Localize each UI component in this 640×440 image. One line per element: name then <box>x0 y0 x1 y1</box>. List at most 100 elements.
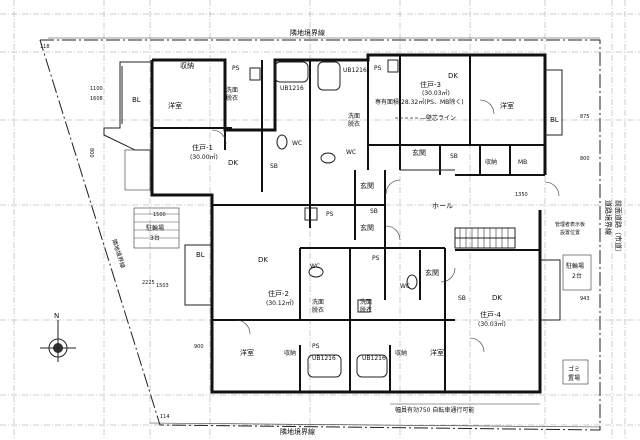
room-ps-1: PS <box>232 65 240 72</box>
dim-mid-c: 1503 <box>156 283 169 289</box>
bicycle-parking-capacity: 3台 <box>150 234 160 242</box>
room-dk-4: DK <box>492 294 502 302</box>
room-senmen-4b: 脱衣 <box>360 306 372 314</box>
unit-2-name: 住戸-2 <box>268 289 289 298</box>
room-wc-1: WC <box>292 140 302 147</box>
room-wc-2: WC <box>310 263 320 270</box>
bicycle-parking-label: 駐輪場 <box>146 224 164 232</box>
room-yoshitsu-1: 洋室 <box>168 101 182 110</box>
bicycle-parking-left <box>133 207 180 249</box>
room-shuno-3: 収納 <box>485 158 497 166</box>
garbage-label: ゴミ <box>568 365 580 373</box>
room-senmen-1b: 脱衣 <box>226 94 238 102</box>
toilet-icon <box>406 274 418 290</box>
bicycle-parking-right-capacity: 2台 <box>572 272 582 280</box>
area-note: 専有面積:28.32㎡(PS、MB除く) <box>375 98 464 106</box>
unit-1-name: 住戸-1 <box>192 143 213 152</box>
room-ps-3: PS <box>374 65 382 72</box>
garbage-label-line2: 置場 <box>568 374 580 382</box>
room-bath-2: UB1216 <box>312 355 336 362</box>
room-dk-3: DK <box>448 72 458 80</box>
balconies <box>103 61 563 321</box>
north-label: N <box>54 312 59 320</box>
room-wc-3: WC <box>346 149 356 156</box>
room-bath-3: UB1216 <box>343 67 367 74</box>
unit-labels: 住戸-1 (30.00㎡) 住戸-2 (30.12㎡) 住戸-3 (30.03㎡… <box>190 80 506 328</box>
room-genkan-3: 玄関 <box>412 148 426 157</box>
toilet-icon <box>308 266 324 278</box>
room-senmen-3a: 洗面 <box>348 112 360 120</box>
bathtub-icon <box>307 354 342 378</box>
washer-icon <box>304 207 318 221</box>
room-bl-2: BL <box>196 251 205 259</box>
road-label: 前面道路（市道） <box>614 200 623 256</box>
room-mb: MB <box>518 159 527 166</box>
room-wc-4: WC <box>400 283 410 290</box>
room-ps-2: PS <box>326 211 334 218</box>
boundary-label-top: 隣地境界線 <box>290 28 325 37</box>
fixtures <box>249 59 418 378</box>
washer-icon <box>249 67 261 81</box>
dim-bottom-left: 114 <box>160 414 170 420</box>
room-senmen-4a: 洗面 <box>360 298 372 306</box>
room-dk-2: DK <box>258 256 268 264</box>
unit-3-area: (30.03㎡) <box>422 89 450 97</box>
dim-bottom-note: 幅員有効750 自転車通行可能 <box>395 406 474 414</box>
room-sb-1: SB <box>270 163 278 170</box>
room-bath-4: UB1216 <box>362 355 386 362</box>
dimension-labels: 118 1100 1608 800 875 800 943 1350 1500 … <box>40 44 590 420</box>
bicycle-parking-right-label: 駐輪場 <box>566 262 584 270</box>
room-senmen-1a: 洗面 <box>226 86 238 94</box>
building-walls <box>150 53 547 394</box>
staircase <box>454 227 516 249</box>
room-ps-4: PS <box>372 255 380 262</box>
room-bl-1: BL <box>132 96 141 104</box>
room-bl-3: BL <box>550 116 559 124</box>
room-senmen-3b: 脱衣 <box>348 120 360 128</box>
toilet-icon <box>320 152 336 164</box>
dim-right-a: 875 <box>580 114 590 120</box>
wall-line-note: ―壁芯ライン <box>420 114 456 122</box>
unit-4-area: (30.03㎡) <box>478 320 506 328</box>
toilet-icon <box>276 134 288 150</box>
room-genkan-1: 玄関 <box>360 181 374 190</box>
room-ps-2b: PS <box>312 343 320 350</box>
dim-left-c: 800 <box>88 148 94 158</box>
boundary-label-right: 道路境界線 <box>604 200 613 235</box>
bathtub-icon <box>317 61 341 91</box>
dim-mid-a: 1500 <box>153 212 166 218</box>
boundary-label-left: 隣地境界線 <box>110 238 127 269</box>
room-dk-1: DK <box>228 159 238 167</box>
boundary-label-bottom: 隣地境界線 <box>280 427 315 436</box>
manager-sign-label-b: 設置位置 <box>560 229 580 236</box>
room-sb-2: SB <box>370 208 378 215</box>
room-yoshitsu-2: 洋室 <box>240 348 254 357</box>
room-senmen-2a: 洗面 <box>312 298 324 306</box>
washer-icon <box>387 59 399 73</box>
property-boundary <box>39 37 601 431</box>
room-hall: ホール <box>432 202 453 210</box>
room-shuno-2: 収納 <box>284 349 296 357</box>
dim-right-c: 943 <box>580 296 590 302</box>
room-genkan-4: 玄関 <box>425 268 439 277</box>
dim-mid-d: 900 <box>194 344 204 350</box>
manager-sign-label-a: 管理者表示板 <box>555 221 585 228</box>
bathtub-icon <box>356 354 388 378</box>
dim-mid-b: 2225 <box>142 280 155 286</box>
unit-1-area: (30.00㎡) <box>190 153 218 161</box>
north-arrow-icon <box>40 320 76 362</box>
room-shuno-4: 収納 <box>395 349 407 357</box>
room-yoshitsu-4: 洋室 <box>430 348 444 357</box>
bicycle-parking-right <box>562 254 592 291</box>
room-sb-4: SB <box>458 295 466 302</box>
room-genkan-2: 玄関 <box>360 223 374 232</box>
dim-left-a: 1100 <box>90 86 103 92</box>
room-shuno-1: 収納 <box>180 61 194 70</box>
unit-4-name: 住戸-4 <box>480 310 502 319</box>
garbage-area <box>562 359 589 385</box>
dim-left-b: 1608 <box>90 96 103 102</box>
unit-2-area: (30.12㎡) <box>266 299 294 307</box>
room-labels: 洋室 収納 DK BL PS 洗面 脱衣 UB1216 WC SB 洋室 DK … <box>132 61 559 362</box>
dim-right-d: 1350 <box>515 192 528 198</box>
